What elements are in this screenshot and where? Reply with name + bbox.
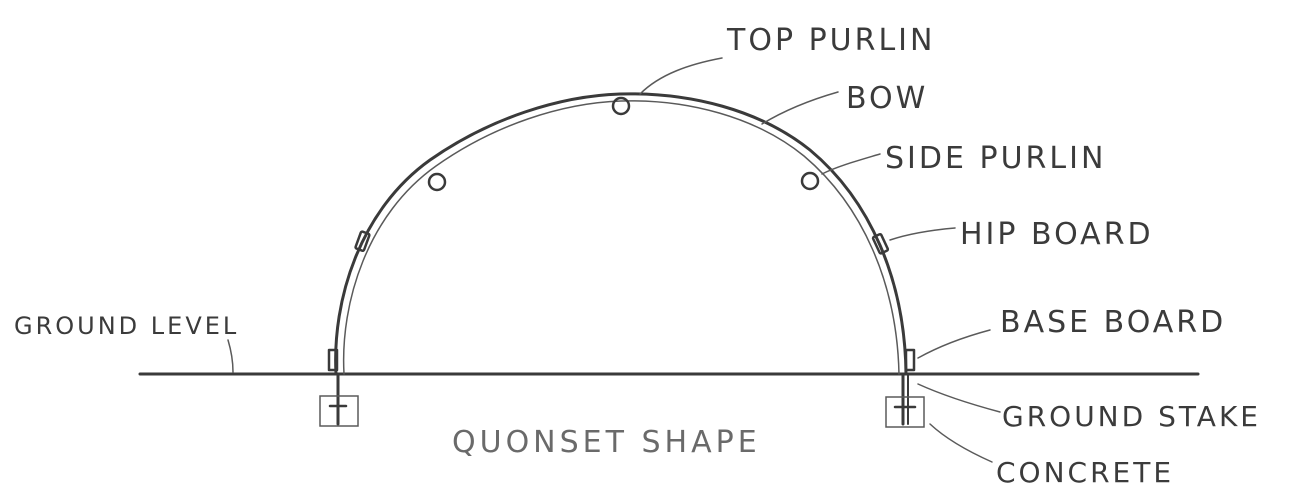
label-concrete: CONCRETE: [996, 456, 1174, 489]
ground-level-leader: [227, 339, 234, 373]
bow-leader: [761, 91, 839, 125]
hip-board-left: [354, 230, 371, 252]
label-base-board: BASE BOARD: [1000, 305, 1226, 340]
label-bow: BOW: [846, 81, 928, 116]
label-side-purlin: SIDE PURLIN: [885, 141, 1106, 176]
concrete-leader: [929, 423, 993, 463]
base-board-right: [904, 348, 916, 372]
side-purlin-left: [427, 172, 447, 192]
ground-stake-right: [893, 372, 917, 426]
hip-board-leader: [889, 227, 956, 241]
top-purlin-leader: [639, 57, 723, 95]
side-purlin-leader: [821, 153, 881, 175]
ground-stake-leader: [917, 383, 1001, 413]
base-board-left: [327, 348, 339, 372]
top-purlin-circle: [611, 96, 631, 116]
side-purlin-right: [800, 171, 820, 191]
label-hip-board: HIP BOARD: [960, 217, 1154, 252]
ground-stake-left: [328, 372, 348, 426]
bow-arch: [334, 92, 908, 376]
base-board-leader: [917, 329, 991, 359]
label-ground-level: GROUND LEVEL: [14, 312, 239, 340]
hip-board-right: [871, 232, 890, 255]
label-top-purlin: TOP PURLIN: [726, 23, 935, 58]
diagram-caption: QUONSET SHAPE: [452, 425, 761, 460]
concrete-footing-right: [885, 396, 925, 428]
label-ground-stake: GROUND STAKE: [1002, 400, 1261, 433]
concrete-footing-left: [319, 395, 359, 427]
